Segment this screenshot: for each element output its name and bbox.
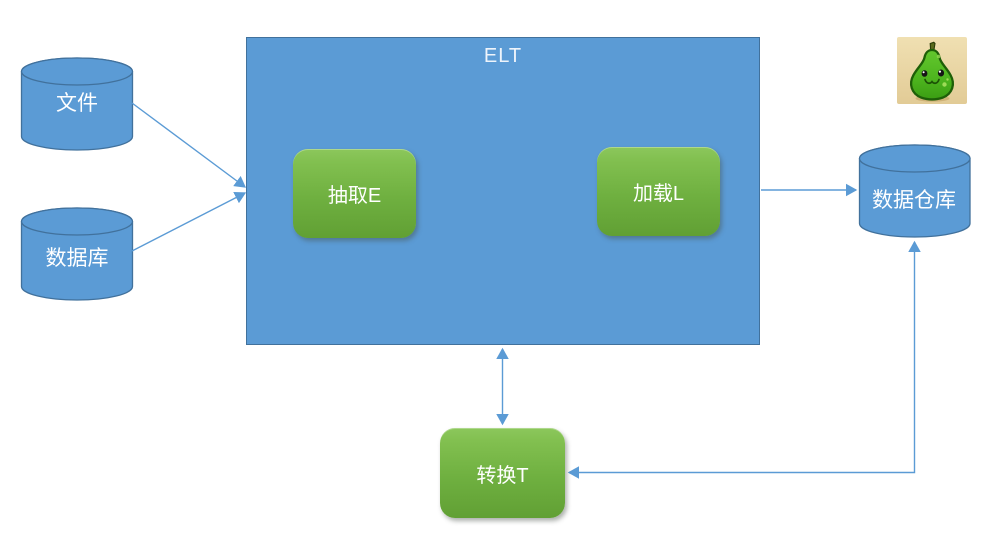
double-arrow-warehouse-transform <box>567 240 921 479</box>
pear-highlight-dot <box>946 78 949 81</box>
file-cylinder <box>20 57 134 151</box>
database-label: 数据库 <box>45 247 109 270</box>
transform-node: 转换T <box>440 428 565 518</box>
pear-left-eye-glint <box>922 71 925 74</box>
file-label: 文件 <box>56 92 98 115</box>
pear-highlight-spot <box>942 82 947 87</box>
pear-right-eye <box>937 69 945 77</box>
pear-body <box>910 48 954 101</box>
extract-node: 抽取E <box>293 149 416 238</box>
arrow-file-to-elt <box>131 102 247 188</box>
transform-label: 转换T <box>476 464 529 487</box>
pear-mouth <box>924 78 940 85</box>
arrow-database-to-elt <box>131 191 247 252</box>
pear-highlight-top <box>936 54 941 59</box>
load-node: 加载L <box>597 147 720 236</box>
pear-mascot-icon <box>897 37 967 104</box>
database-cylinder <box>20 207 134 301</box>
elt-title: ELT <box>483 45 523 67</box>
pear-left-eye <box>921 70 928 77</box>
pear-right-eye-glint <box>938 70 941 73</box>
warehouse-cylinder <box>858 144 971 238</box>
warehouse-label: 数据仓库 <box>872 189 956 212</box>
extract-label: 抽取E <box>327 185 382 207</box>
load-label: 加载L <box>632 183 685 205</box>
